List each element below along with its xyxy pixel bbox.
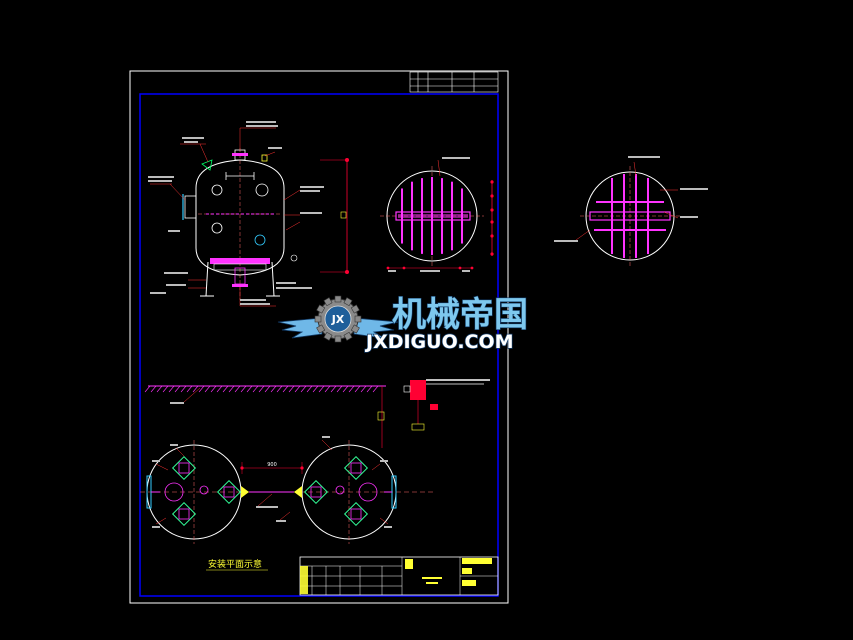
gear-tooth xyxy=(316,304,326,314)
floor-hatch xyxy=(300,385,307,393)
plan-manway-inner xyxy=(310,486,322,498)
floor-hatch xyxy=(258,385,265,393)
plan-manway xyxy=(171,501,197,527)
floor-hatch xyxy=(234,385,241,393)
gear-tooth xyxy=(343,297,353,307)
gear-tooth xyxy=(350,324,360,334)
bottom-flange xyxy=(210,258,270,264)
installation-plan: 900 安装平面示意 xyxy=(140,436,434,571)
floor-hatch xyxy=(282,385,289,393)
gear-tooth xyxy=(334,335,342,343)
plan-title: 安装平面示意 xyxy=(208,558,262,570)
floor-hatch xyxy=(150,385,157,393)
floor-hatch xyxy=(330,385,337,393)
site-watermark: JX 机械帝国 JXDIGUO.COM xyxy=(277,294,529,354)
watermark-wing-right xyxy=(353,317,399,339)
outer-frame xyxy=(129,70,509,604)
inner-border xyxy=(139,93,499,597)
floor-hatch xyxy=(276,385,283,393)
upper-manway xyxy=(255,183,269,197)
floor-hatch xyxy=(360,385,367,393)
floor-hatch xyxy=(318,385,325,393)
top-nozzle-flange xyxy=(232,153,248,156)
watermark-logo: JX xyxy=(331,313,345,326)
upper-sight-glass xyxy=(211,184,223,196)
floor-hatch xyxy=(174,385,181,393)
gear-tooth xyxy=(314,315,322,323)
gear-tooth xyxy=(350,304,360,314)
floor-hatch xyxy=(240,385,247,393)
gear-tooth xyxy=(334,295,342,303)
floor-hatch xyxy=(246,385,253,393)
drawing-frame xyxy=(129,70,509,604)
floor-hatch xyxy=(144,385,151,393)
floor-hatch xyxy=(348,385,355,393)
watermark-wing-left xyxy=(277,317,323,339)
relief-valve xyxy=(201,159,213,171)
floor-hatch xyxy=(264,385,271,393)
floor-hatch xyxy=(186,385,193,393)
floor-hatch xyxy=(198,385,205,393)
floor-hatch xyxy=(156,385,163,393)
floor-hatch xyxy=(294,385,301,393)
floor-hatch xyxy=(180,385,187,393)
lower-sight-glass xyxy=(211,222,223,234)
floor-hatch xyxy=(216,385,223,393)
plan-manway-inner xyxy=(178,508,190,520)
support-leg-right xyxy=(271,261,275,297)
floor-hatch xyxy=(228,385,235,393)
floor-hatch xyxy=(222,385,229,393)
floor-hatch xyxy=(210,385,217,393)
distributor-plan-left xyxy=(380,157,494,272)
gear-tooth xyxy=(323,297,333,307)
support-leg-left xyxy=(205,261,209,297)
title-block xyxy=(299,556,499,596)
gear-tooth xyxy=(323,331,333,341)
plan-manway-inner xyxy=(223,486,235,498)
floor-hatch xyxy=(288,385,295,393)
plan-manway xyxy=(216,479,242,505)
plan-manway-inner xyxy=(350,462,362,474)
floor-hatch xyxy=(372,385,379,393)
plan-manway xyxy=(343,455,369,481)
plan-manway xyxy=(343,501,369,527)
gear-tooth xyxy=(354,315,362,323)
floor-hatch xyxy=(270,385,277,393)
plan-manway-inner xyxy=(178,462,190,474)
floor-hatch xyxy=(168,385,175,393)
floor-hatch xyxy=(324,385,331,393)
distributor-plan-right xyxy=(554,156,708,268)
side-nozzle-left xyxy=(184,195,197,219)
center-dimension: 900 xyxy=(267,462,277,468)
revision-block xyxy=(409,71,499,93)
floor-hatch xyxy=(336,385,343,393)
plan-manway-inner xyxy=(350,508,362,520)
vessel-elevation xyxy=(148,121,349,307)
vent-nozzle xyxy=(261,154,268,162)
lower-manway xyxy=(254,234,266,246)
detail-section xyxy=(403,379,490,431)
watermark-brand-cn: 机械帝国 xyxy=(392,295,528,335)
gear-tooth xyxy=(343,331,353,341)
watermark-brand-url: JXDIGUO.COM xyxy=(364,331,514,353)
floor-hatch xyxy=(342,385,349,393)
floor-hatch xyxy=(306,385,313,393)
floor-hatch xyxy=(252,385,259,393)
plan-manway xyxy=(303,479,329,505)
floor-line xyxy=(144,385,386,448)
floor-hatch xyxy=(312,385,319,393)
floor-hatch xyxy=(366,385,373,393)
vessel-shell xyxy=(195,159,285,276)
floor-hatch xyxy=(162,385,169,393)
floor-hatch xyxy=(204,385,211,393)
floor-hatch xyxy=(354,385,361,393)
gear-tooth xyxy=(316,324,326,334)
floor-hatch xyxy=(192,385,199,393)
plan-manway xyxy=(171,455,197,481)
